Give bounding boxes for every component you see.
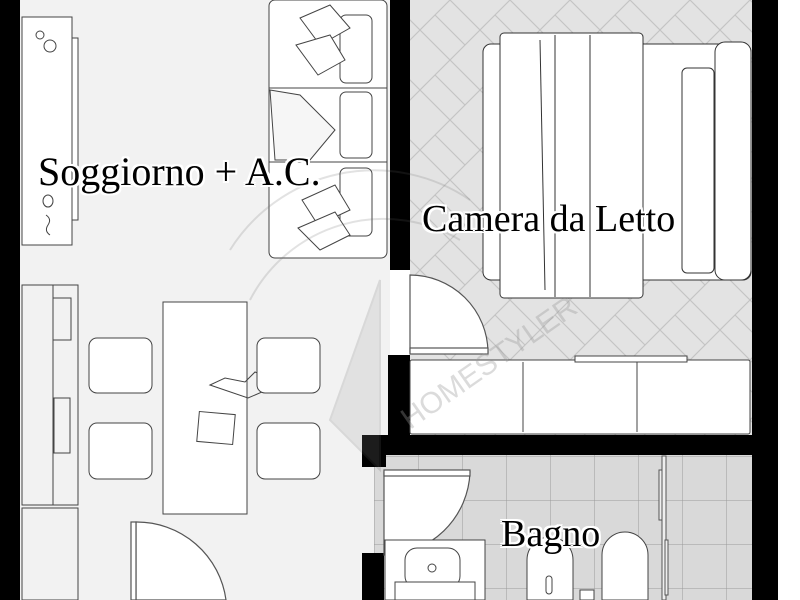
dining-chairs: [88, 337, 321, 480]
wall-bath-top: [362, 435, 752, 455]
kitchen-counter: [21, 284, 79, 600]
wall-left: [0, 0, 20, 600]
watermark-logo: [229, 169, 471, 473]
chair: [256, 337, 321, 394]
door-entrance[interactable]: [130, 521, 227, 600]
chair: [88, 422, 153, 480]
chair: [256, 422, 321, 480]
wall-bedroom-left-lower: [388, 355, 410, 455]
bath-vanity: [384, 539, 486, 600]
bidet: [526, 536, 574, 600]
toilet: [579, 531, 649, 600]
wall-bath-left-lower: [362, 553, 384, 600]
wall-bath-jamb: [362, 435, 386, 467]
shower-glass: [658, 455, 669, 600]
door-bedroom[interactable]: [409, 274, 489, 355]
sofa: [268, 0, 388, 259]
dining-table: [162, 301, 271, 515]
bed: [482, 32, 752, 299]
room-label-bathroom: Bagno: [501, 513, 601, 555]
room-label-living: Soggiorno + A.C.: [38, 149, 321, 194]
tv-cabinet: [21, 16, 79, 246]
wall-bedroom-left-upper: [390, 0, 410, 270]
chair: [88, 337, 153, 394]
wardrobe: [409, 355, 751, 435]
walls: [0, 0, 778, 600]
wall-right: [752, 0, 778, 600]
room-label-bedroom: Camera da Letto: [422, 198, 676, 240]
